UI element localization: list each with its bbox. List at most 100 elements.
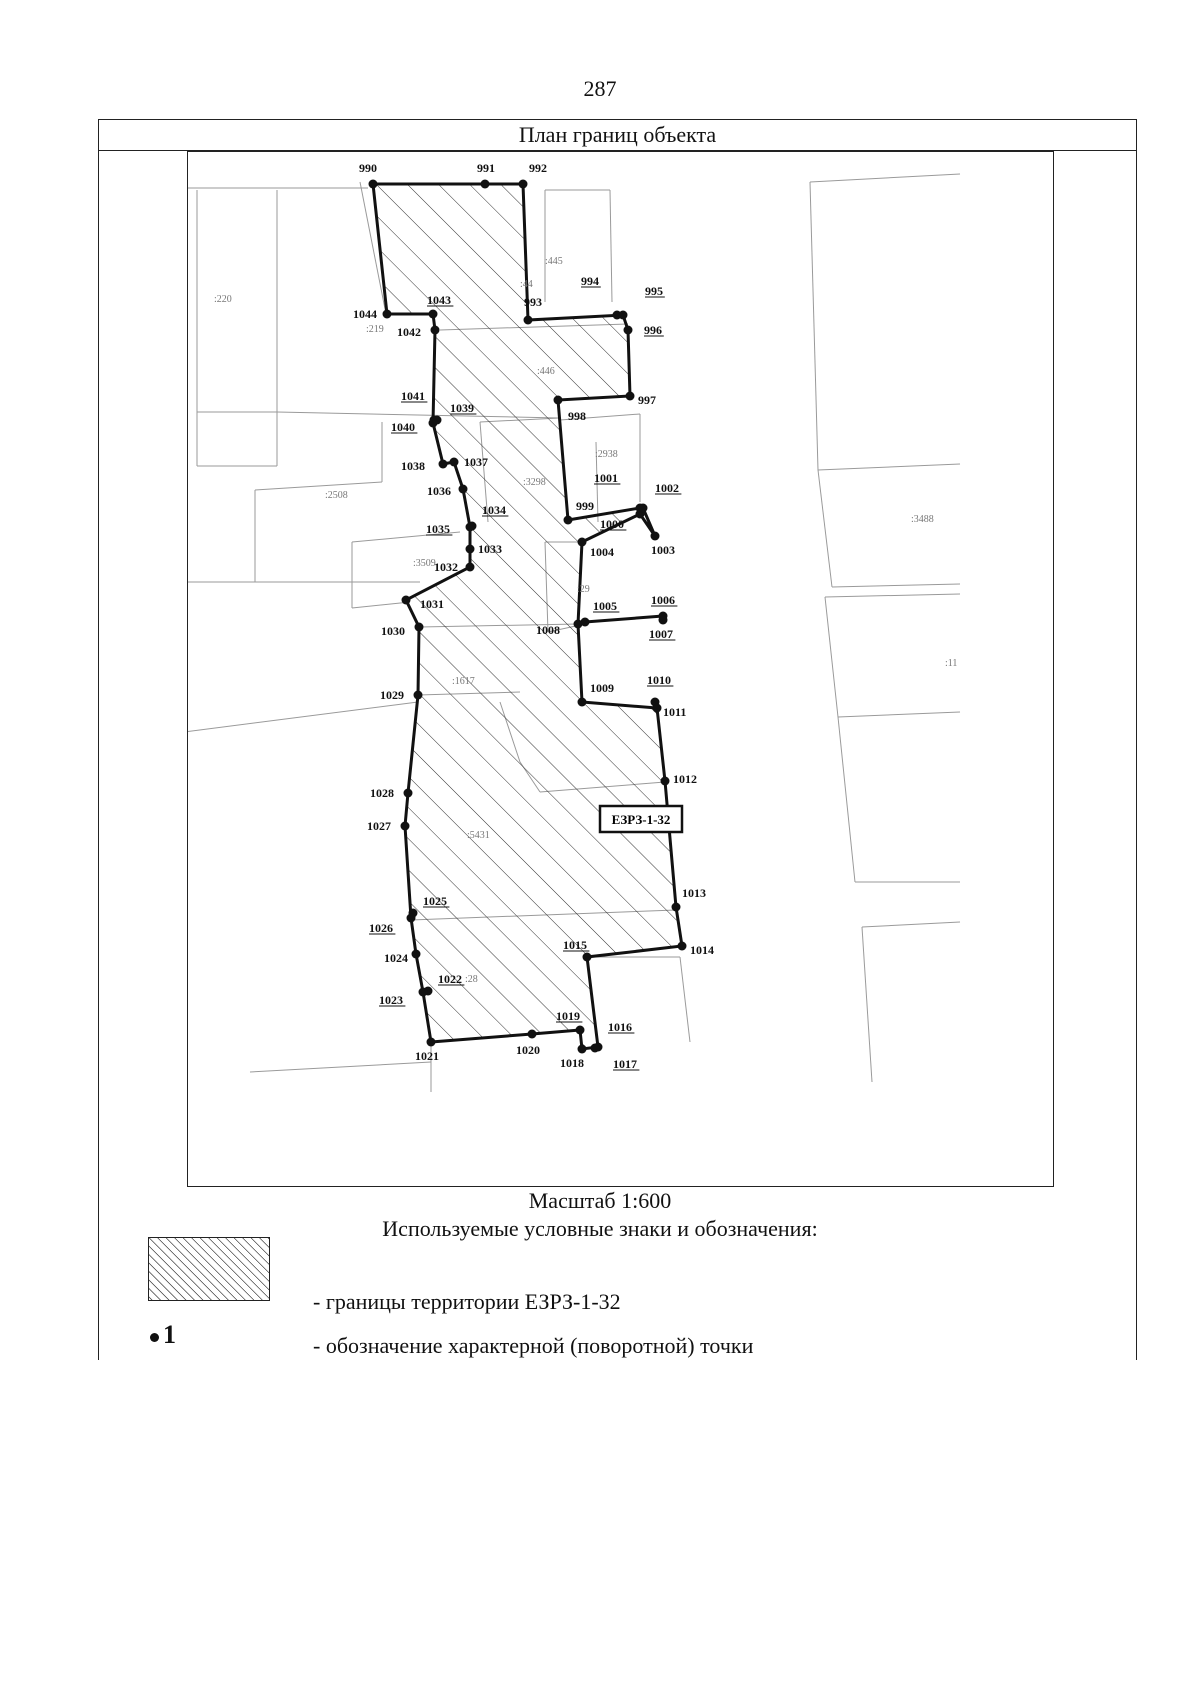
point-label: 998 bbox=[568, 409, 586, 423]
point-label: 1006 bbox=[651, 593, 675, 607]
point-marker bbox=[577, 537, 587, 547]
point-label: 1036 bbox=[427, 484, 451, 498]
point-marker bbox=[623, 325, 633, 335]
turning-point-1012: 1012 bbox=[660, 772, 697, 786]
turning-point-1038: 1038 bbox=[401, 459, 448, 473]
point-marker bbox=[523, 315, 533, 325]
point-label: 1019 bbox=[556, 1009, 580, 1023]
point-label: 1016 bbox=[608, 1020, 632, 1034]
point-label: 993 bbox=[524, 295, 542, 309]
turning-point-998: 998 bbox=[553, 395, 586, 423]
turning-point-1031: 1031 bbox=[401, 595, 444, 611]
point-marker bbox=[438, 459, 448, 469]
point-label: 1022 bbox=[438, 972, 462, 986]
point-label: 1027 bbox=[367, 819, 391, 833]
point-label: 1028 bbox=[370, 786, 394, 800]
point-marker bbox=[406, 913, 416, 923]
point-label: 1040 bbox=[391, 420, 415, 434]
map-area: :220:219:445:44:446:2508:3298:2938:3509:… bbox=[187, 151, 1054, 1187]
parcel-label: :11 bbox=[945, 658, 957, 669]
parcel-labels: :220:219:445:44:446:2508:3298:2938:3509:… bbox=[214, 256, 957, 985]
point-marker bbox=[465, 544, 475, 554]
turning-point-1025: 1025 bbox=[408, 894, 450, 918]
point-label: 1038 bbox=[401, 459, 425, 473]
point-marker bbox=[625, 391, 635, 401]
point-label: 1021 bbox=[415, 1049, 439, 1063]
point-label: 992 bbox=[529, 161, 547, 175]
turning-point-1041: 1041 bbox=[401, 389, 442, 425]
turning-point-991: 991 bbox=[477, 161, 495, 189]
turning-point-1021: 1021 bbox=[415, 1037, 439, 1063]
turning-point-1014: 1014 bbox=[677, 941, 714, 957]
turning-point-1011: 1011 bbox=[652, 703, 686, 719]
point-marker bbox=[575, 1025, 585, 1035]
zone-extra-lines bbox=[584, 614, 664, 624]
parcel-label: :3488 bbox=[911, 514, 934, 525]
point-marker bbox=[382, 309, 392, 319]
turning-point-994: 994 bbox=[581, 274, 622, 320]
point-marker bbox=[411, 949, 421, 959]
point-label: 1029 bbox=[380, 688, 404, 702]
parcel-label: :446 bbox=[537, 366, 555, 377]
point-label: 1015 bbox=[563, 938, 587, 952]
turning-point-1028: 1028 bbox=[370, 786, 413, 800]
turning-point-996: 996 bbox=[623, 323, 664, 337]
parcel-label: :220 bbox=[214, 294, 232, 305]
parcel-label: :44 bbox=[520, 279, 533, 290]
turning-point-1008: 1008 bbox=[536, 619, 583, 637]
turning-point-1010: 1010 bbox=[647, 673, 674, 707]
point-label: 1023 bbox=[379, 993, 403, 1007]
point-marker bbox=[553, 395, 563, 405]
point-label: 1020 bbox=[516, 1043, 540, 1057]
point-label: 1014 bbox=[690, 943, 714, 957]
turning-point-1020: 1020 bbox=[516, 1029, 540, 1057]
point-marker bbox=[658, 615, 668, 625]
point-marker bbox=[418, 987, 428, 997]
point-label: 1042 bbox=[397, 325, 421, 339]
turning-point-1009: 1009 bbox=[577, 681, 614, 707]
point-marker bbox=[527, 1029, 537, 1039]
point-label: 1018 bbox=[560, 1056, 584, 1070]
zone-boundary-area bbox=[371, 182, 684, 1051]
point-marker bbox=[400, 821, 410, 831]
point-label: 1011 bbox=[663, 705, 686, 719]
point-label: 996 bbox=[644, 323, 662, 337]
point-marker bbox=[368, 179, 378, 189]
point-marker bbox=[401, 595, 411, 605]
point-label: 1013 bbox=[682, 886, 706, 900]
turning-point-993: 993 bbox=[523, 295, 542, 325]
turning-point-1019: 1019 bbox=[556, 1009, 585, 1035]
turning-point-995: 995 bbox=[618, 284, 665, 320]
turning-point-1015: 1015 bbox=[563, 938, 592, 962]
legend-hatch-swatch bbox=[148, 1237, 270, 1301]
point-label: 1037 bbox=[464, 455, 488, 469]
point-marker bbox=[428, 309, 438, 319]
parcel-label: :3509 bbox=[413, 558, 436, 569]
point-marker bbox=[590, 1043, 600, 1053]
parcel-label: :29 bbox=[577, 584, 590, 595]
point-marker bbox=[563, 515, 573, 525]
point-icon bbox=[150, 1332, 159, 1342]
turning-point-1026: 1026 bbox=[369, 913, 416, 935]
point-marker bbox=[677, 941, 687, 951]
parcel-label: :219 bbox=[366, 324, 384, 335]
point-marker bbox=[573, 619, 583, 629]
point-marker bbox=[414, 622, 424, 632]
point-marker bbox=[465, 522, 475, 532]
point-marker bbox=[480, 179, 490, 189]
turning-point-1036: 1036 bbox=[427, 484, 468, 498]
point-marker bbox=[426, 1037, 436, 1047]
point-marker bbox=[403, 788, 413, 798]
point-label: 995 bbox=[645, 284, 663, 298]
turning-point-1007: 1007 bbox=[649, 615, 676, 641]
turning-point-1013: 1013 bbox=[671, 886, 706, 912]
legend-point-text: - обозначение характерной (поворотной) т… bbox=[313, 1333, 754, 1358]
turning-point-1030: 1030 bbox=[381, 622, 424, 638]
map-title: План границ объекта bbox=[99, 120, 1136, 151]
point-marker bbox=[638, 503, 648, 513]
point-marker bbox=[577, 1044, 587, 1054]
legend-boundary-text: - границы территории ЕЗРЗ-1-32 bbox=[313, 1289, 621, 1314]
point-label: 1039 bbox=[450, 401, 474, 415]
point-label: 1005 bbox=[593, 599, 617, 613]
page-number: 287 bbox=[583, 76, 617, 101]
